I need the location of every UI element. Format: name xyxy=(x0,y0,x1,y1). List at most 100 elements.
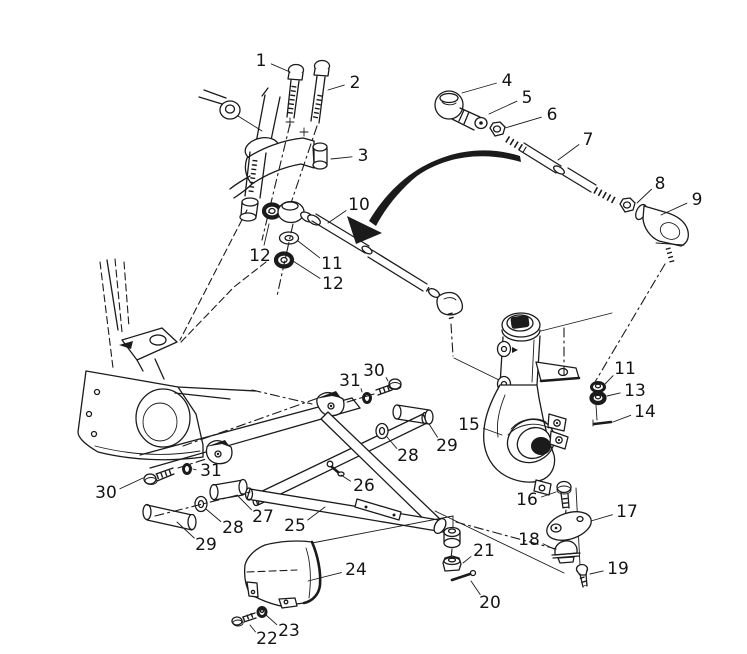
part-18-ball-joint xyxy=(551,540,581,564)
part-number-label-22: 22 xyxy=(256,629,278,649)
callout-21: 21 xyxy=(462,541,495,564)
part-number-label-21: 21 xyxy=(473,541,495,561)
callout-29a: 29 xyxy=(428,423,458,456)
part-4-rod-end xyxy=(434,90,488,131)
leader-line-30b xyxy=(119,477,144,490)
part-3-spacer xyxy=(312,142,328,170)
callout-4: 4 xyxy=(461,71,513,94)
callout-16: 16 xyxy=(516,490,557,510)
callout-27: 27 xyxy=(237,495,274,527)
stud-hardware xyxy=(589,381,613,427)
callout-25: 25 xyxy=(284,506,326,536)
part-31a-washer xyxy=(362,392,372,404)
part-number-label-29b: 29 xyxy=(195,535,217,555)
leader-line-2 xyxy=(327,84,345,91)
leader-line-12a xyxy=(263,223,270,246)
steering-column xyxy=(198,59,331,241)
leader-line-18 xyxy=(542,543,555,550)
part-number-label-24: 24 xyxy=(345,560,367,580)
leader-line-11b xyxy=(604,375,614,385)
callout-11a: 11 xyxy=(297,240,343,274)
callout-31b: 31 xyxy=(192,461,222,481)
frame xyxy=(77,209,361,469)
balljoint-stack xyxy=(546,480,592,588)
leader-line-15 xyxy=(482,427,503,436)
callout-20: 20 xyxy=(470,580,501,613)
part-number-label-9: 9 xyxy=(692,190,703,210)
callout-28a: 28 xyxy=(386,436,419,466)
direction-arrow xyxy=(347,150,521,244)
leader-line-28b xyxy=(205,508,222,522)
callout-17: 17 xyxy=(590,502,638,522)
a-arm xyxy=(142,378,565,582)
leader-line-9 xyxy=(660,202,688,216)
part-number-label-27: 27 xyxy=(252,507,274,527)
leader-line-24 xyxy=(307,572,342,582)
part-number-label-4: 4 xyxy=(502,71,513,91)
callout-12b: 12 xyxy=(292,260,344,294)
leader-line-4 xyxy=(461,82,497,94)
part-21-nut xyxy=(442,555,462,572)
part-number-label-30b: 30 xyxy=(95,483,117,503)
leader-line-16 xyxy=(541,491,557,498)
part-number-label-11a: 11 xyxy=(321,254,343,274)
part-number-label-31b: 31 xyxy=(200,461,222,481)
part-17-plate xyxy=(546,511,592,541)
callout-7: 7 xyxy=(557,130,593,161)
callout-2: 2 xyxy=(327,73,361,93)
shaft-coupler xyxy=(198,89,263,132)
part-number-label-26: 26 xyxy=(353,476,375,496)
leader-line-22 xyxy=(249,624,256,633)
part-16-bolt xyxy=(556,480,572,518)
leader-line-14 xyxy=(612,414,632,423)
part-30b-bolt xyxy=(143,458,207,485)
part-24-guard xyxy=(231,540,322,627)
part-number-label-30a: 30 xyxy=(363,361,385,381)
part-number-label-12b: 12 xyxy=(322,274,344,294)
callout-30a: 30 xyxy=(363,361,389,382)
part-number-label-20: 20 xyxy=(479,593,501,613)
callout-5: 5 xyxy=(488,88,532,115)
part-number-label-17: 17 xyxy=(616,502,638,522)
part-number-label-3: 3 xyxy=(358,146,369,166)
callout-13: 13 xyxy=(606,381,646,401)
leader-line-17 xyxy=(590,514,613,522)
callout-12a: 12 xyxy=(249,223,271,266)
part-28a-washer xyxy=(375,422,389,440)
callout-18: 18 xyxy=(518,530,555,550)
leader-line-20 xyxy=(470,580,481,595)
leader-line-29a xyxy=(428,423,438,438)
part-number-label-8: 8 xyxy=(655,174,666,194)
part-19-bolt xyxy=(575,563,589,588)
part-15-knuckle xyxy=(483,312,613,496)
apex-bushing xyxy=(443,526,461,549)
leader-line-26 xyxy=(340,474,351,482)
part-number-label-2: 2 xyxy=(350,73,361,93)
leader-line-29b xyxy=(176,521,195,539)
part-number-label-31a: 31 xyxy=(339,371,361,391)
callout-28b: 28 xyxy=(205,508,244,538)
part-29a-tube xyxy=(392,404,434,425)
leader-line-31b xyxy=(192,468,197,471)
leader-line-10 xyxy=(327,210,347,224)
part-29b-tube xyxy=(142,503,197,531)
leader-line-11a xyxy=(297,240,321,259)
callout-9: 9 xyxy=(660,190,703,216)
part-20-cotter-pin xyxy=(450,569,477,582)
leader-line-13 xyxy=(606,392,621,397)
part-number-label-6: 6 xyxy=(547,105,558,125)
part-number-label-16: 16 xyxy=(516,490,538,510)
callout-29b: 29 xyxy=(176,521,217,555)
part-number-label-13: 13 xyxy=(624,381,646,401)
part-1-bolt xyxy=(261,63,305,241)
part-22-bolt xyxy=(231,612,257,627)
part-number-label-19: 19 xyxy=(607,559,629,579)
leader-line-31a xyxy=(360,388,363,393)
part-2-bolt xyxy=(289,59,331,207)
leader-line-5 xyxy=(488,100,518,115)
part-9-tie-rod-end xyxy=(594,203,689,383)
part-6-jam-nut xyxy=(489,121,506,137)
leader-line-28a xyxy=(386,436,398,449)
